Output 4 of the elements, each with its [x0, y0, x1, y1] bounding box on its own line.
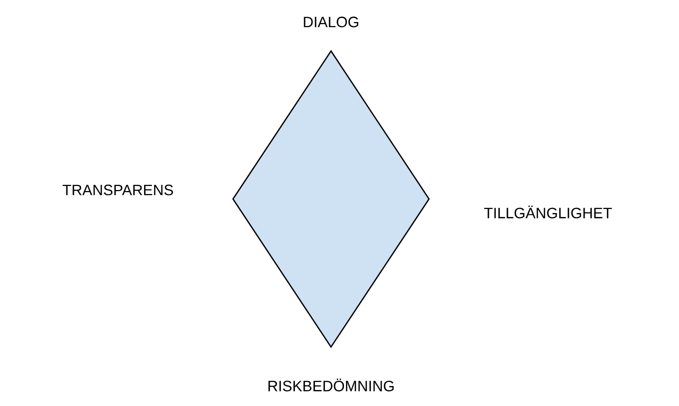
corner-label: RISKBEDÖMNING [268, 378, 394, 392]
corner-label: TILLGÄNGLIGHET [484, 206, 612, 218]
corner-label: DIALOG [304, 16, 358, 28]
corner-label: TRANSPARENS [62, 184, 174, 196]
